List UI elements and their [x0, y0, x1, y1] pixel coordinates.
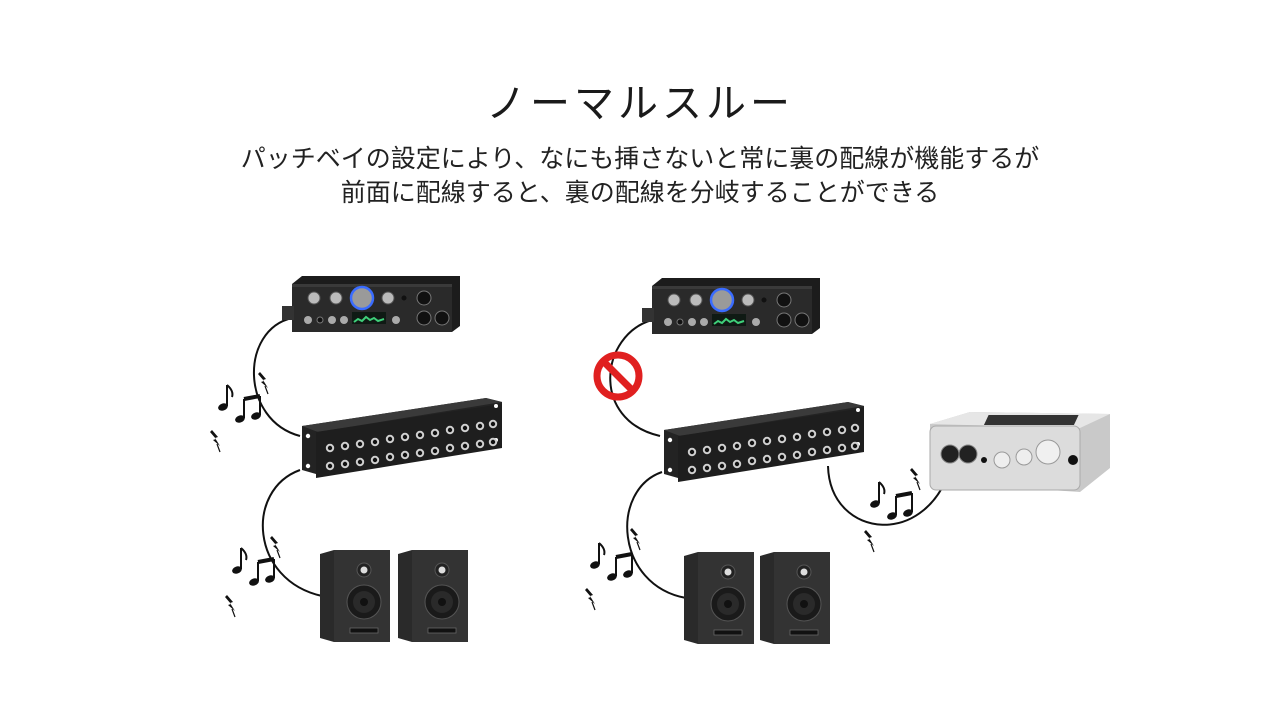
mixer-amplifier-device: [280, 274, 462, 334]
slide-subtitle: パッチベイの設定により、なにも挿さないと常に裏の配線が機能するが 前面に配線する…: [0, 142, 1280, 210]
left-diagram: [209, 274, 502, 643]
cable-patchbay-to-speakers: [626, 471, 687, 599]
signal-bolt-icon: [209, 429, 221, 453]
speaker-left: [319, 549, 391, 643]
slide-title: ノーマルスルー: [486, 81, 794, 127]
signal-bolt-icon: [257, 371, 269, 395]
cable-mixer-to-patchbay-blocked: [609, 319, 661, 437]
speaker-right: [759, 551, 831, 645]
prohibited-icon: [593, 351, 643, 401]
signal-bolt-icon: [269, 535, 281, 559]
audio-interface-device: [929, 412, 1110, 492]
speaker-right: [397, 549, 469, 643]
patch-bay-device: [664, 402, 864, 482]
patch-bay-device: [302, 398, 502, 478]
signal-bolt-icon: [909, 467, 921, 491]
speaker-left: [683, 551, 755, 645]
cable-patchbay-to-speakers: [261, 469, 323, 597]
cable-patchbay-to-interface: [827, 461, 953, 526]
music-notes-icon: [587, 541, 636, 584]
subtitle-line-2: 前面に配線すると、裏の配線を分岐することができる: [340, 178, 940, 207]
signal-bolt-icon: [224, 594, 236, 618]
mixer-amplifier-device: [640, 276, 822, 336]
signal-bolt-icon: [629, 527, 641, 551]
signal-bolt-icon: [863, 529, 875, 553]
subtitle-line-1: パッチベイの設定により、なにも挿さないと常に裏の配線が機能するが: [240, 144, 1040, 173]
signal-bolt-icon: [584, 587, 596, 611]
right-diagram: [584, 276, 1110, 645]
cable-mixer-to-patchbay: [252, 317, 301, 437]
music-notes-icon: [867, 480, 916, 523]
